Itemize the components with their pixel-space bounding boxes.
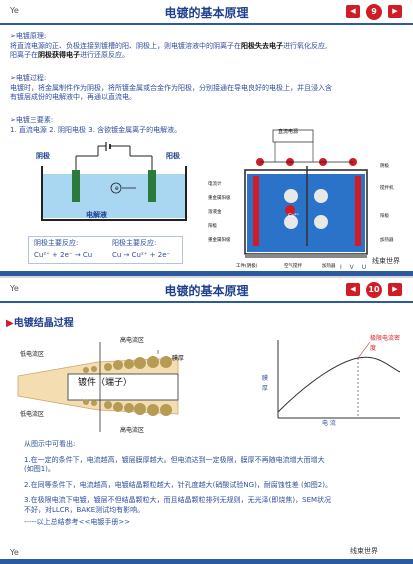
prev-slide-button[interactable]: ◀: [346, 5, 360, 18]
thickness-label: 膜厚: [172, 355, 185, 362]
cathode-reaction-title: 阴极主要反应:: [34, 239, 79, 247]
principle-bold-anode: 阳极失去电子: [241, 41, 283, 50]
conclusion-1-line-2: (如图1)。: [24, 465, 55, 473]
slide-title: 电镀的基本原理: [164, 284, 249, 298]
slide-header: Ye 电镀的基本原理 ◀ 10 ▶: [0, 278, 413, 302]
tank-left-label-5: 重金属阳极: [208, 238, 231, 243]
header-left-text: Ye: [10, 6, 19, 15]
footer-bar: [0, 559, 413, 564]
conclusions-block: 从图示中可看出: 1.在一定的条件下，电流越高，镀层膜厚越大。但电流达到一定极限…: [24, 440, 404, 528]
crystal-growth-diagram: [17, 342, 179, 432]
electrolyte-label: 电解液: [86, 211, 107, 219]
conclusion-3-line-2: 不好，对LLCR，BAKE测试均有影响。: [24, 505, 145, 514]
principle-bold-cathode: 阴极获得电子: [38, 51, 80, 59]
graph-y-label: 膜厚: [262, 375, 269, 392]
cathode-reaction: Cu²⁺ + 2e⁻ → Cu: [34, 251, 93, 259]
slide-9: Ye 电镀的基本原理 ◀ 9 ▶ ➢电镀原理: 将直流电源的正、负极连接到镀槽的…: [0, 0, 413, 276]
tank-bottom-label-1: 工件(阴极): [236, 264, 258, 269]
electron-label: e: [115, 185, 119, 192]
thickness-current-graph: [277, 340, 401, 419]
tank-left-label-1: 电流计: [208, 182, 222, 187]
low-current-top-label: 低电流区: [20, 351, 45, 358]
watermark: 线束世界: [350, 547, 378, 555]
tank-right-label-3: 阳极: [380, 214, 389, 219]
graph-x-label: 电 流: [322, 420, 336, 427]
conclusions-reference: -----以上总结参考<<电镀手册>>: [24, 518, 131, 526]
conclusion-1-line-1: 1.在一定的条件下，电流越高，镀层膜厚越大。但电流达到一定极限，膜厚不再随电流增…: [24, 455, 325, 464]
principle-text-d: 阳离子在: [10, 51, 38, 59]
tank-right-label-2: 搅拌机: [380, 186, 394, 191]
tank-right-label-1: 阴极: [380, 164, 389, 169]
next-slide-button[interactable]: ▶: [388, 5, 402, 18]
graph-peak-label: 极限电流密度: [370, 335, 401, 352]
slide-10: Ye 电镀的基本原理 ◀ 10 ▶ ▶电镀结晶过程 低电流区 高电流区 膜厚 镀…: [0, 278, 413, 564]
conclusions-intro: 从图示中可看出:: [24, 440, 76, 448]
tank-anode-right: [355, 176, 361, 246]
plating-tank-diagram: [244, 129, 368, 258]
footer-left-text: Ye: [10, 548, 19, 557]
prev-slide-button[interactable]: ◀: [346, 283, 360, 296]
tank-left-label-4: 阳极: [208, 224, 217, 229]
section-title: ▶电镀结晶过程: [6, 314, 74, 329]
header-divider: [0, 301, 413, 303]
ivu-logo: I V U: [340, 264, 370, 271]
electroplating-cell-diagram: [41, 142, 187, 221]
tank-anode-left: [253, 176, 259, 246]
next-slide-button[interactable]: ▶: [388, 283, 402, 296]
section-arrow-icon: ▶: [6, 318, 14, 329]
header-divider: [0, 23, 413, 25]
tank-solution: [247, 174, 365, 252]
three-elements-heading: ➢电镀三要素:: [10, 116, 54, 124]
electron-symbol: [110, 182, 122, 194]
reaction-box: [28, 236, 183, 264]
three-elements-line: 1. 直流电源 2. 阴阳电极 3. 含欲镀金属离子的电解液。: [10, 125, 182, 134]
process-heading: ➢电镀过程:: [10, 74, 47, 82]
three-elements-paragraph: ➢电镀三要素: 1. 直流电源 2. 阴阳电极 3. 含欲镀金属离子的电解液。: [10, 116, 210, 135]
part-label: 镀件（端子）: [78, 378, 133, 388]
section-title-text: 电镀结晶过程: [13, 318, 74, 329]
principle-heading: ➢电镀原理:: [10, 32, 47, 40]
principle-text-a: 将直流电源的正、负极连接到镀槽的阳、阴极上，则电镀溶液中的阴离子在: [10, 41, 241, 50]
tank-left-label-3: 溶液金: [208, 210, 222, 215]
principle-paragraph: ➢电镀原理: 将直流电源的正、负极连接到镀槽的阳、阴极上，则电镀溶液中的阴离子在…: [10, 32, 410, 61]
tank-left-label-2: 重金属阳极: [208, 196, 231, 201]
process-paragraph: ➢电镀过程: 电镀时，将金属制件作为阴极，将所镀金属或合金作为阳极，分别接通在导…: [10, 74, 410, 103]
footer-bar: [0, 271, 413, 276]
high-current-bottom-label: 高电流区: [120, 427, 145, 434]
conclusion-2: 2.在同等条件下，电流越高，电镀结晶颗粒越大，针孔度越大(硝酸试验NG)，耐腐蚀…: [24, 480, 332, 489]
ion-label: Cu²⁺: [288, 213, 300, 219]
cathode-label: 阴极: [36, 152, 50, 160]
principle-text-c: 进行氧化反应,: [283, 41, 328, 50]
anode-reaction-title: 阳极主要反应:: [112, 239, 157, 247]
principle-text-f: 进行还原反应。: [80, 51, 129, 59]
tank-right-label-4: 加热器: [380, 238, 394, 243]
anode-electrode: [148, 170, 156, 202]
page-number-badge: 9: [366, 4, 382, 20]
anode-label: 阳极: [166, 152, 180, 160]
slide-title: 电镀的基本原理: [164, 6, 249, 20]
conclusion-3-line-1: 3.在极限电流下电镀，镀层不但结晶颗粒大，而且结晶颗粒排列无规则，无光泽(即烧焦…: [24, 496, 332, 504]
slide-separator: [0, 276, 413, 278]
anode-reaction: Cu → Cu²⁺ + 2e⁻: [112, 251, 171, 259]
low-current-bottom-label: 低电流区: [20, 411, 45, 418]
header-left-text: Ye: [10, 284, 19, 293]
tank-bottom-label-2: 空气搅拌: [284, 264, 302, 269]
tank-bottom-label-3: 加热器: [322, 264, 336, 269]
process-line-1: 电镀时，将金属制件作为阴极，将所镀金属或合金作为阳极，分别接通在导电良好的电极上…: [10, 83, 332, 92]
watermark: 线束世界: [372, 257, 400, 265]
page-number-badge: 10: [366, 282, 382, 298]
process-line-2: 有镀层成份的电解液中，再通以直流电。: [10, 93, 136, 101]
electrolyte-liquid: [42, 174, 186, 218]
slide-header: Ye 电镀的基本原理 ◀ 9 ▶: [0, 0, 413, 24]
cathode-electrode: [72, 170, 80, 202]
high-current-top-label: 高电流区: [120, 337, 145, 344]
thickness-curve: [277, 356, 401, 413]
dc-power-label: 直流电源: [278, 129, 299, 135]
